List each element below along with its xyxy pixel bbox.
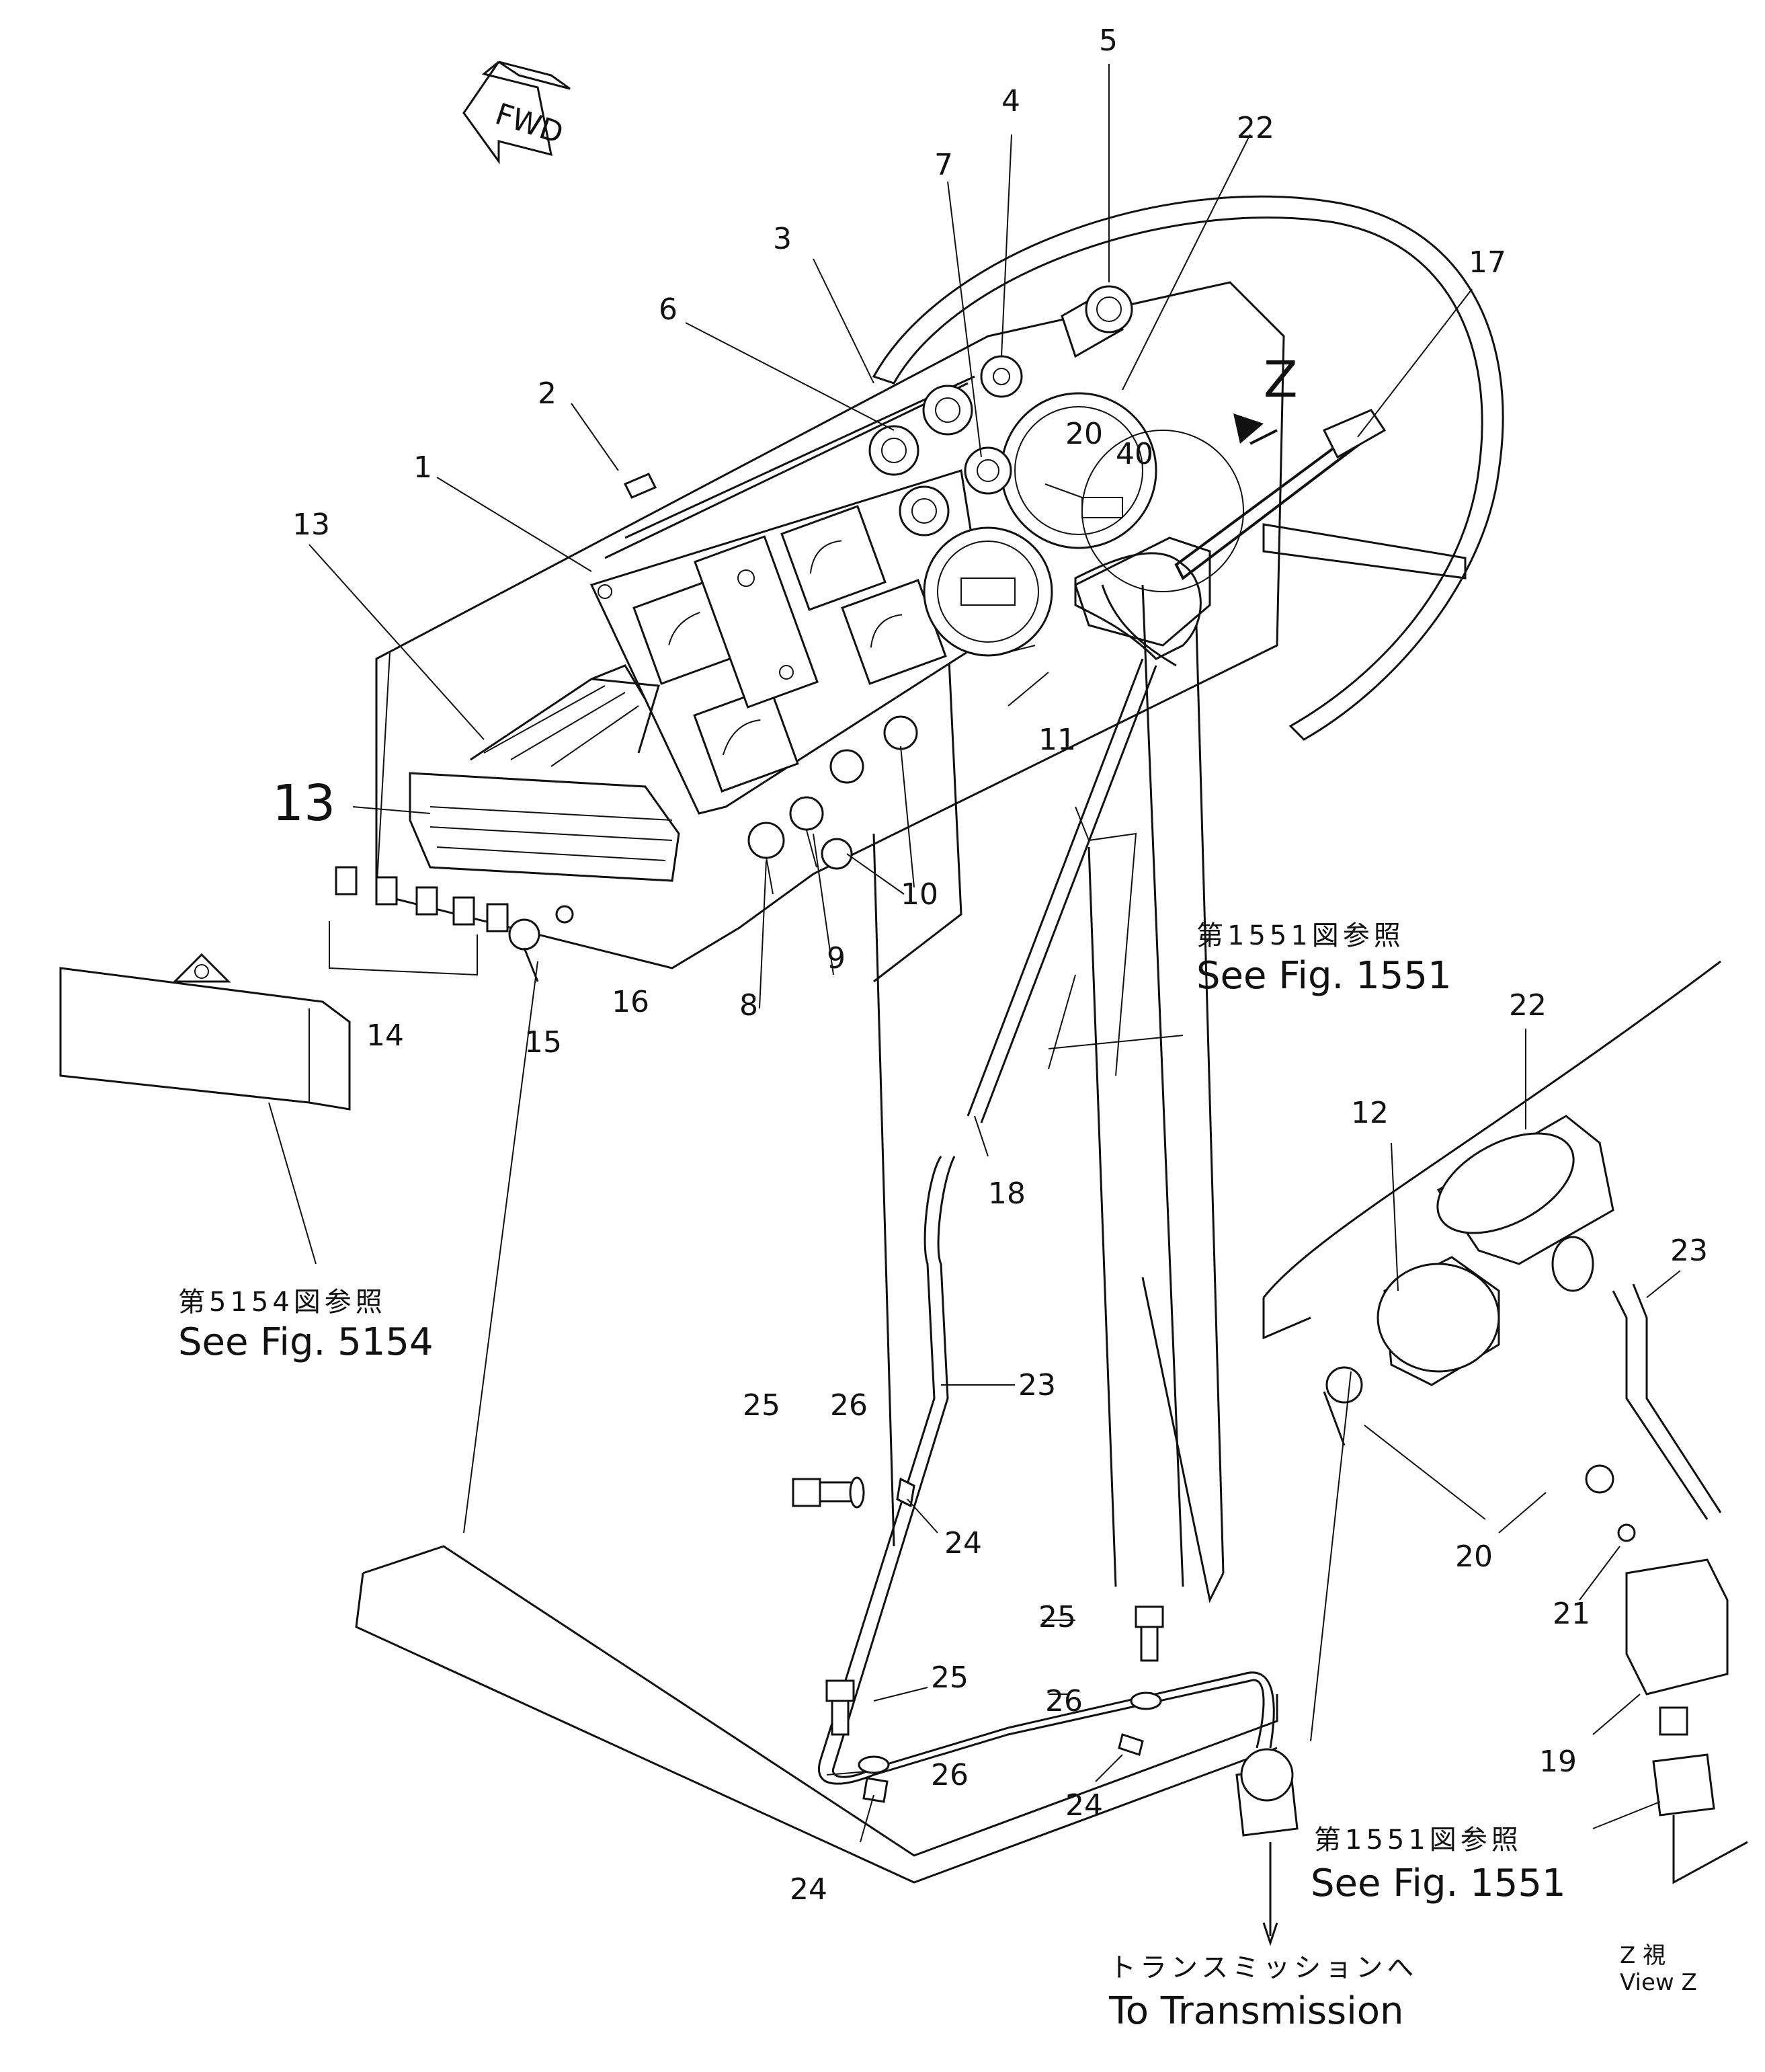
callout-21: 21 [1553,1597,1590,1631]
callout-15: 15 [524,1025,562,1060]
ref-transmission-jp: トランスミッションへ [1109,1952,1418,1983]
callout-7: 7 [934,148,953,182]
gauge-panel [589,469,989,815]
callout-4: 4 [1001,84,1020,118]
gauge-mark-20: 20 [1065,417,1103,451]
callout-22-top: 22 [1237,111,1274,145]
callout-18: 18 [988,1177,1026,1211]
callout-17: 17 [1469,245,1506,280]
ref-fig1551-bottom: 第1551図参照 See Fig. 1551 [1311,1825,1566,1905]
clip-24 [862,1477,1144,1803]
ref-fig1551-bottom-en: See Fig. 1551 [1311,1862,1566,1905]
fuse-box [409,664,680,882]
callout-23-main: 23 [1018,1368,1056,1402]
callout-8: 8 [739,988,758,1023]
ref-view-z-en: View Z [1620,1969,1697,1996]
callout-2: 2 [538,376,557,411]
view-arrow-icon [1233,413,1278,445]
steering-wheel [872,195,1504,741]
switch-9 [789,796,824,868]
ref-view-z-jp: Z 視 [1620,1942,1666,1969]
ref-fig5154: 第5154図参照 See Fig. 5154 [178,1287,434,1364]
gauge-mark-40: 40 [1116,437,1153,471]
pilot-lamp-3 [868,425,919,476]
pilot-lamp-6 [899,485,950,536]
ref-view-z: Z 視 View Z [1620,1942,1697,1996]
speedometer-gauge: 20 40 [1000,392,1157,549]
callout-11: 11 [1038,723,1076,757]
callout-24-a: 24 [944,1526,982,1560]
callout-9: 9 [827,941,846,975]
callout-labels: 1 2 3 4 5 6 7 8 9 10 11 12 13 13 14 15 1… [272,24,1708,1907]
cover-box [59,953,351,1111]
callout-24-b: 24 [1065,1788,1103,1823]
callout-1: 1 [413,450,432,485]
indicator-lamp-4 [980,355,1023,398]
hour-meter-gauge [923,526,1053,657]
ref-transmission-en: To Transmission [1108,1989,1404,2033]
callout-6: 6 [659,292,678,327]
lower-floor-panel [355,651,1278,1884]
washer-26b [1130,1691,1162,1710]
washer-26a [849,1476,865,1509]
callout-26-a: 26 [830,1388,868,1423]
fwd-arrow-icon: FWD [462,61,571,165]
bracket-clamp [967,536,1211,1123]
callout-25-c: 25 [931,1661,969,1695]
callout-22-inset: 22 [1509,988,1547,1023]
ref-fig1551-top-en: See Fig. 1551 [1196,954,1452,998]
callout-12: 12 [1351,1096,1389,1130]
callout-26-c: 26 [931,1758,969,1792]
view-z-inset [1262,960,1748,1884]
bolt-25b [1135,1605,1164,1662]
callout-20: 20 [1455,1540,1493,1574]
cigarette-lighter-5 [1061,285,1133,358]
callout-24-c: 24 [790,1872,827,1907]
pilot-lamp-7 [964,446,1012,495]
wiring-harness [818,1156,1299,1946]
washer-16 [555,905,574,924]
switch-10c [821,838,853,870]
callout-25-a: 25 [743,1388,780,1423]
callout-13-large: 13 [272,774,335,832]
bolt-25c [825,1679,855,1736]
callout-19: 19 [1539,1745,1577,1779]
callout-23-inset: 23 [1670,1234,1708,1268]
bolt-25a [792,1478,855,1507]
view-label: Z [1264,351,1298,409]
switch-10b [883,715,918,750]
callout-3: 3 [773,222,792,256]
ref-fig1551-bottom-jp: 第1551図参照 [1314,1825,1522,1856]
switch-10a [829,749,864,784]
callout-25-b: 25 [1038,1600,1076,1634]
screw-15 [508,918,540,982]
callout-5: 5 [1099,24,1118,58]
screw-2 [623,473,657,499]
ref-fig1551-top-jp: 第1551図参照 [1196,920,1405,951]
ref-fig5154-en: See Fig. 5154 [178,1320,434,1364]
fuse-set [329,866,509,976]
sight-gauge-view [1074,430,1244,667]
pilot-lamp-3b [922,385,973,436]
callout-10: 10 [901,877,938,912]
callout-26-b: 26 [1045,1684,1083,1718]
ref-transmission: トランスミッションへ To Transmission [1108,1952,1418,2033]
callout-13-top: 13 [292,508,330,542]
callout-16: 16 [612,985,649,1019]
leader-lines [268,64,1681,1843]
ref-fig1551-top: 第1551図参照 See Fig. 1551 [1196,920,1452,998]
washer-26c [858,1755,890,1774]
ref-fig5154-jp: 第5154図参照 [178,1287,386,1318]
switch-8 [747,822,785,895]
callout-14: 14 [366,1019,404,1053]
